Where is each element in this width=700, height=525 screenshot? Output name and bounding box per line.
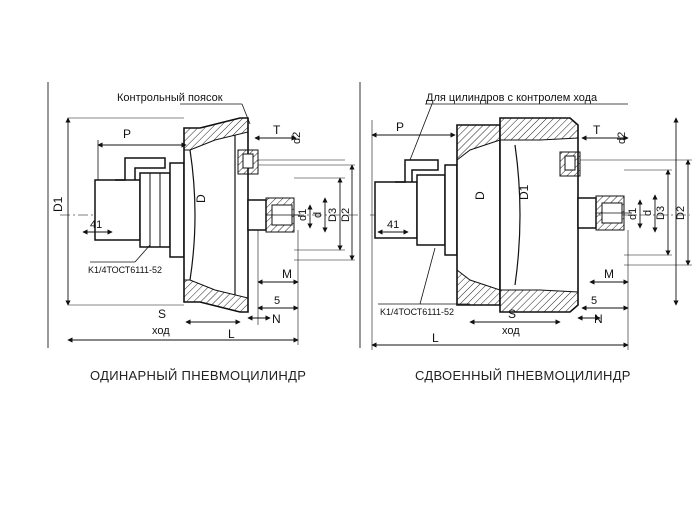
dim-D3: D3 bbox=[655, 206, 667, 220]
dim-41: 41 bbox=[387, 219, 399, 231]
dim-D: D bbox=[194, 194, 208, 203]
dim-D3: D3 bbox=[327, 208, 339, 222]
dim-D2: D2 bbox=[675, 206, 687, 220]
dim-L: L bbox=[432, 331, 439, 345]
dim-P: P bbox=[396, 120, 404, 134]
dim-S: S bbox=[508, 307, 516, 321]
dim-41: 41 bbox=[90, 219, 102, 231]
dim-d: d bbox=[312, 212, 324, 218]
caption-single-cylinder: ОДИНАРНЫЙ ПНЕВМОЦИЛИНДР bbox=[90, 368, 307, 383]
dim-5: 5 bbox=[274, 295, 280, 307]
dim-D1: D1 bbox=[517, 184, 531, 200]
dim-d2: d2 bbox=[291, 132, 303, 144]
dim-D1: D1 bbox=[51, 196, 65, 212]
dim-M: M bbox=[604, 267, 614, 281]
dim-M: M bbox=[282, 267, 292, 281]
single-cylinder-drawing: Контрольный поясок P T d2 D1 D d1 d D3 D… bbox=[47, 82, 360, 348]
thread-note: K1/4ТОСТ6111-52 bbox=[88, 265, 162, 275]
dim-stroke: ход bbox=[502, 325, 520, 337]
dim-T: T bbox=[273, 123, 281, 137]
double-cylinder-drawing: Для цилиндров с контролем хода P T d2 D1… bbox=[359, 82, 692, 350]
dim-P: P bbox=[123, 127, 131, 141]
dim-d1: d1 bbox=[297, 209, 309, 221]
dim-S: S bbox=[158, 307, 166, 321]
dim-d2: d2 bbox=[616, 132, 628, 144]
dim-D2: D2 bbox=[340, 208, 352, 222]
dim-L: L bbox=[228, 327, 235, 341]
dim-T: T bbox=[593, 123, 601, 137]
dim-D: D bbox=[473, 191, 487, 200]
dim-d1: d1 bbox=[627, 208, 639, 220]
dim-stroke: ход bbox=[152, 325, 170, 337]
dim-d: d bbox=[642, 210, 654, 216]
thread-note: K1/4ТОСТ6111-52 bbox=[380, 307, 454, 317]
caption-double-cylinder: СДВОЕННЫЙ ПНЕВМОЦИЛИНДР bbox=[415, 368, 631, 383]
dim-N: N bbox=[272, 312, 281, 326]
callout-control-belt: Контрольный поясок bbox=[117, 92, 223, 104]
dim-N: N bbox=[594, 312, 603, 326]
callout-stroke-control: Для цилиндров с контролем хода bbox=[426, 92, 598, 104]
dim-5: 5 bbox=[591, 295, 597, 307]
